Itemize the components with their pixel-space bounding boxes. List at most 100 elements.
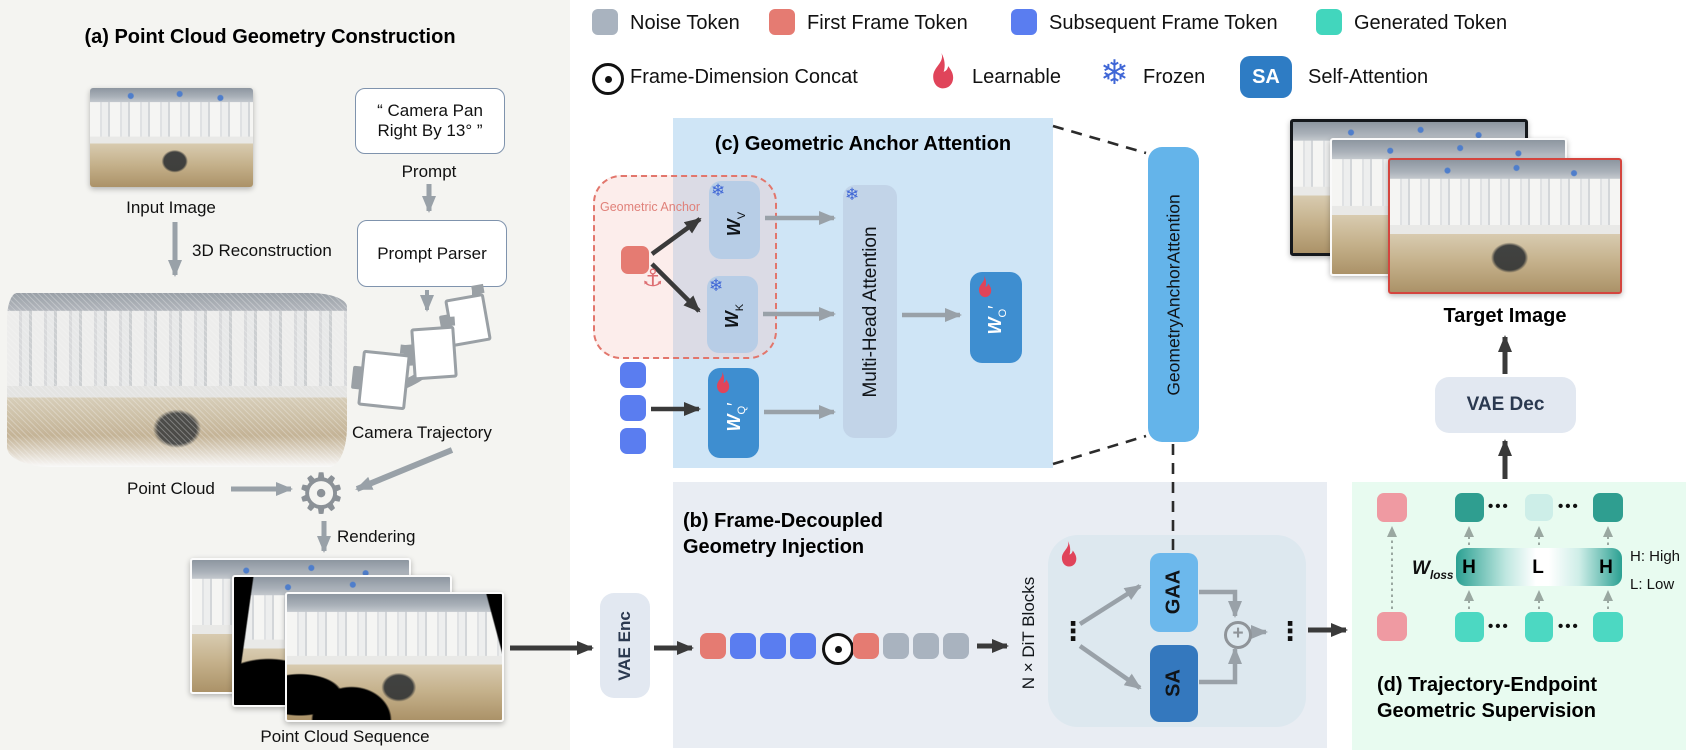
vae-decoder-label: VAE Dec <box>1466 394 1545 415</box>
sa-module-label: SA <box>1162 669 1185 697</box>
sum-operator-icon: + <box>1224 621 1252 649</box>
subsequent-frame-token-label: Subsequent Frame Token <box>1049 12 1278 34</box>
prompt-label: Prompt <box>401 162 457 181</box>
wo-learnable-icon <box>974 274 996 299</box>
panel-c-title: (c) Geometric Anchor Attention <box>714 133 1012 155</box>
anchor-icon: ⚓ <box>642 265 664 292</box>
seq-token-noise2 <box>913 633 939 659</box>
input-image <box>90 88 253 187</box>
gear-icon: ⚙ <box>296 462 347 525</box>
reconstruction-label: 3D Reconstruction <box>192 241 332 260</box>
dit-blocks-label: N × DiT Blocks <box>1019 576 1038 690</box>
target-frame-front <box>1388 158 1622 294</box>
camera-icon-3 <box>357 349 411 411</box>
frozen-snowflake-icon: ❄ <box>1100 54 1129 92</box>
learnable-label: Learnable <box>972 66 1061 88</box>
prompt-parser-box: Prompt Parser <box>357 220 507 287</box>
generated-token-label: Generated Token <box>1354 12 1508 34</box>
panel-b-title: (b) Frame-Decoupled Geometry Injection <box>683 508 883 560</box>
panel-d-title-line2: Geometric Supervision <box>1377 700 1596 722</box>
panel-d-title-line1: (d) Trajectory-Endpoint <box>1377 674 1597 696</box>
gaa-module-label: GAA <box>1162 569 1185 615</box>
panel-b-title-line2: Geometry Injection <box>683 536 865 558</box>
bottom-ellipsis-2: ••• <box>1558 618 1580 635</box>
noise-token-label: Noise Token <box>630 12 740 34</box>
seq-token-first <box>700 633 726 659</box>
generated-token-3 <box>1593 612 1623 642</box>
geometry-anchor-attention-bar-label: GeometryAnchorAttention <box>1163 194 1184 396</box>
loss-weight-high-2: H <box>1599 557 1613 578</box>
sa-module-box <box>1150 645 1198 722</box>
dit-learnable-icon <box>1056 539 1082 569</box>
subsequent-frame-token-swatch <box>1011 9 1037 35</box>
gaa-module-box <box>1150 553 1198 632</box>
camera-trajectory-label: Camera Trajectory <box>352 423 492 442</box>
dit-input-ellipsis: ⋮ <box>1060 616 1086 646</box>
seq-token-noise1 <box>883 633 909 659</box>
self-attention-label: Self-Attention <box>1308 66 1429 88</box>
loss-weight-gradient-bar <box>1456 548 1622 586</box>
subsequent-token-2 <box>620 395 646 421</box>
loss-weight-high-1: H <box>1462 557 1476 578</box>
camera-icon-2 <box>410 325 458 381</box>
high-legend: H: High <box>1630 548 1681 565</box>
bottom-ellipsis-1: ••• <box>1488 618 1510 635</box>
geometric-anchor-label: Geometric Anchor <box>600 200 701 214</box>
wq-weight-box <box>708 368 759 458</box>
point-cloud-image <box>7 293 347 467</box>
top-ellipsis-2: ••• <box>1558 498 1580 515</box>
wo-weight-box <box>970 272 1022 363</box>
learnable-flame-icon <box>925 50 961 92</box>
wq-learnable-icon <box>712 370 734 395</box>
frozen-label: Frozen <box>1143 66 1206 88</box>
generated-token-swatch <box>1316 9 1342 35</box>
supervised-token-top-2 <box>1525 494 1553 521</box>
multi-head-attention-label: Multi-Head Attention <box>860 226 881 398</box>
mha-frozen-icon: ❄ <box>845 185 860 204</box>
rendering-label: Rendering <box>337 527 416 546</box>
w-loss-label: Wloss <box>1412 558 1454 582</box>
vae-encoder-box <box>600 593 650 698</box>
prompt-text-line2: Right By 13° ” <box>377 121 483 140</box>
wo-label: WO′ <box>985 305 1009 335</box>
wv-frozen-icon: ❄ <box>711 181 726 200</box>
noise-token-swatch <box>592 9 618 35</box>
first-frame-token <box>621 246 649 274</box>
panel-a-title: (a) Point Cloud Geometry Construction <box>84 26 456 48</box>
seq-token-sub2 <box>760 633 786 659</box>
generated-token-1 <box>1455 612 1484 642</box>
self-attention-badge: SA <box>1240 56 1292 98</box>
panel-d-title: (d) Trajectory-Endpoint Geometric Superv… <box>1377 672 1597 724</box>
supervised-token-top-3 <box>1593 493 1623 522</box>
wk-weight-box <box>707 276 758 353</box>
top-ellipsis-1: ••• <box>1488 498 1510 515</box>
target-image-label: Target Image <box>1443 305 1567 327</box>
geometry-anchor-attention-bar <box>1148 147 1199 442</box>
wk-label: WK <box>722 303 746 329</box>
wv-weight-box <box>709 181 760 259</box>
subsequent-token-3 <box>620 428 646 454</box>
frame-dimension-concat-label: Frame-Dimension Concat <box>630 66 858 88</box>
loss-weight-low: L <box>1532 557 1544 578</box>
prompt-box: “ Camera Pan Right By 13° ” <box>355 88 505 154</box>
multi-head-attention-box <box>843 185 897 438</box>
wv-label: WV <box>724 211 748 237</box>
input-image-label: Input Image <box>126 198 216 217</box>
low-legend: L: Low <box>1630 576 1675 593</box>
panel-d-background <box>1352 482 1686 750</box>
prompt-text-line1: “ Camera Pan <box>377 101 483 120</box>
sequence-label: Point Cloud Sequence <box>260 727 430 746</box>
supervised-token-top-1 <box>1455 493 1484 522</box>
vae-decoder-box <box>1435 377 1576 433</box>
wk-frozen-icon: ❄ <box>709 276 724 295</box>
prompt-parser-label: Prompt Parser <box>377 243 487 263</box>
concat-operator-icon <box>822 633 854 665</box>
point-cloud-label: Point Cloud <box>127 479 215 498</box>
wq-label: WQ′ <box>724 402 748 432</box>
vae-encoder-label: VAE Enc <box>615 611 634 681</box>
dit-output-ellipsis: ⋮ <box>1277 616 1303 646</box>
seq-token-noise3 <box>943 633 969 659</box>
panel-b-title-line1: (b) Frame-Decoupled <box>683 510 884 532</box>
generated-token-2 <box>1525 612 1553 642</box>
